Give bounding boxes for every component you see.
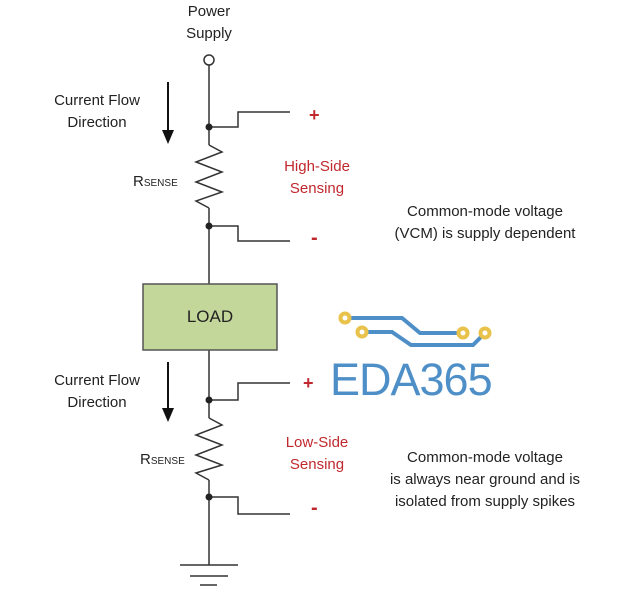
junction-dot [205, 493, 213, 501]
load-box [142, 283, 278, 351]
load-label: LOAD [186, 307, 234, 326]
note-high-side: Common-mode voltage (VCM) is supply depe… [394, 203, 576, 242]
eda365-logo-traces [348, 316, 486, 347]
power-terminal [203, 54, 215, 66]
current-arrow-bottom-icon [162, 362, 174, 422]
low-side-plus-lead [209, 382, 290, 401]
power-supply-label: Power Supply [186, 3, 232, 42]
rsense-top-label: RSENSE [133, 173, 178, 190]
current-flow-bottom-label: Current Flow Direction [54, 372, 140, 411]
junction-dot [205, 123, 213, 131]
high-side-plus-lead [209, 111, 290, 128]
rsense-bottom-resistor [193, 417, 225, 481]
rsense-top-resistor [193, 144, 225, 209]
rsense-bottom-label: RSENSE [140, 451, 185, 468]
current-flow-top-label: Current Flow Direction [54, 92, 140, 131]
low-side-minus: - [311, 497, 318, 519]
low-side-minus-lead [209, 496, 290, 515]
low-side-label: Low-Side Sensing [285, 434, 349, 473]
high-side-plus: + [309, 105, 320, 125]
low-side-plus: + [303, 373, 314, 393]
high-side-label: High-Side Sensing [284, 158, 350, 197]
junction-dot [205, 222, 213, 230]
high-side-minus-lead [209, 225, 290, 242]
eda365-watermark: EDA365 [330, 354, 493, 405]
eda365-logo-pads [338, 311, 492, 340]
high-side-minus: - [311, 227, 318, 249]
current-arrow-top-icon [162, 82, 174, 144]
note-low-side: Common-mode voltage is always near groun… [389, 449, 581, 510]
junction-dot [205, 396, 213, 404]
